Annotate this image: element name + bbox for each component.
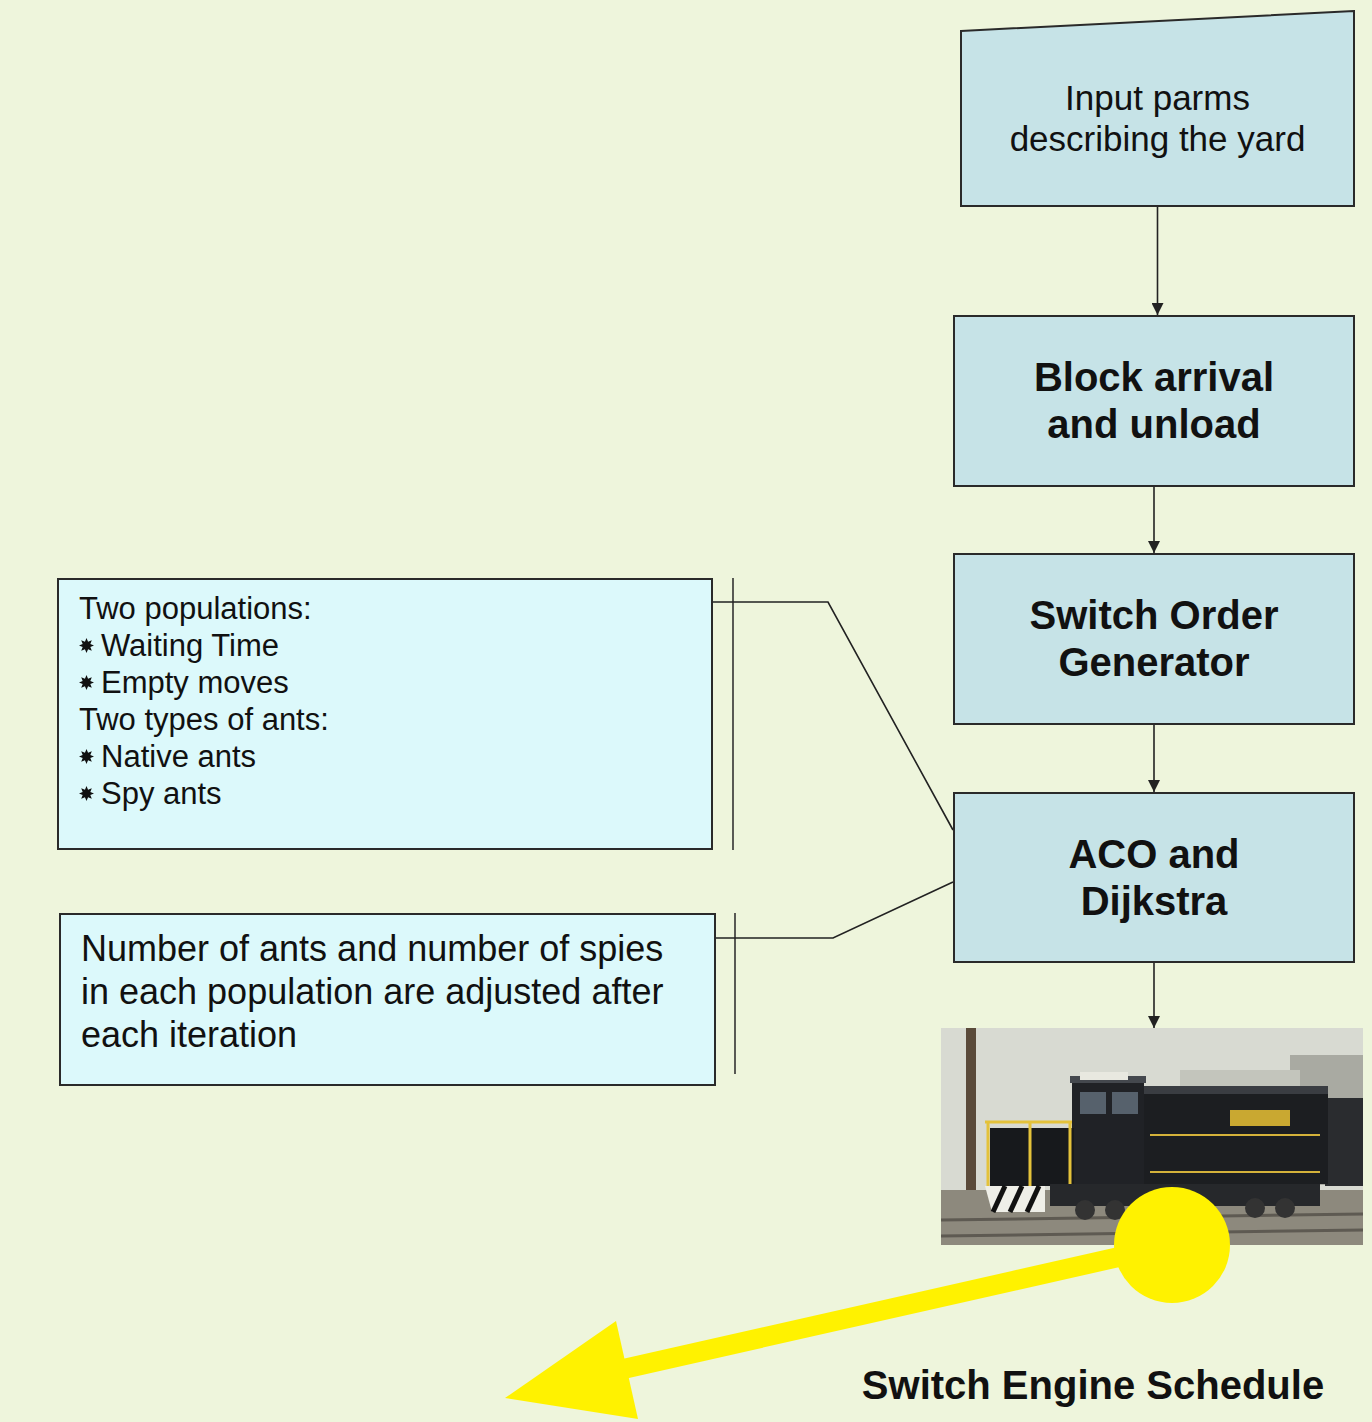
cab <box>1072 1080 1144 1184</box>
output-photo: Switch Engine Schedule <box>941 1028 1363 1245</box>
road-emblem <box>1230 1110 1290 1126</box>
box-label: Input parms describing the yard <box>998 77 1318 159</box>
text-group: Block arrival and unload <box>1009 354 1299 448</box>
box-label: Number of ants and number of spies in ea… <box>81 927 694 1056</box>
wheel <box>1275 1198 1295 1218</box>
box-label: Block arrival and unload <box>1009 354 1299 448</box>
text-group: Input parms describing the yard <box>998 77 1318 159</box>
box-label: ACO and Dijkstra <box>1009 831 1299 925</box>
box-label: Two types of ants: <box>79 701 693 738</box>
wheel <box>1245 1198 1265 1218</box>
connector <box>713 602 953 830</box>
manual-input-shape <box>961 11 1354 206</box>
manual-input-box: Input parms describing the yard <box>960 10 1355 207</box>
text-group: ACO and Dijkstra <box>1009 831 1299 925</box>
callout-bracket <box>734 913 736 1074</box>
connector <box>716 882 953 938</box>
bullet-star-shape <box>79 786 94 801</box>
callout-bracket <box>732 578 734 850</box>
handrail-post <box>1029 1122 1032 1186</box>
bullet-star <box>79 675 94 690</box>
pointer-head <box>505 1321 638 1419</box>
second-unit <box>1325 1098 1363 1186</box>
bullet-star-shape <box>79 749 94 764</box>
note-box: Number of ants and number of spies in ea… <box>59 913 716 1086</box>
bullet-star <box>79 786 94 801</box>
bullet-star <box>79 749 94 764</box>
bullet-item: Native ants <box>79 738 693 775</box>
text-group: Switch Engine Schedule <box>862 1361 1324 1409</box>
text-group: Switch Order Generator <box>1009 592 1299 686</box>
bullet-star-shape <box>79 638 94 653</box>
hood-roof <box>1140 1086 1328 1094</box>
process-box: Block arrival and unload <box>953 315 1355 487</box>
box-label: Switch Order Generator <box>1009 592 1299 686</box>
number-board <box>1080 1072 1128 1080</box>
pointer-dot <box>1114 1187 1230 1303</box>
pointer-shaft <box>617 1235 1174 1379</box>
cab-window <box>1080 1092 1106 1114</box>
box-label: Switch Engine Schedule <box>862 1361 1324 1409</box>
pilot <box>985 1186 1045 1212</box>
body-stripe <box>1150 1134 1320 1136</box>
bullet-item: Spy ants <box>79 775 693 812</box>
note-box: Two populations:Waiting TimeEmpty movesT… <box>57 578 713 850</box>
connector <box>1157 207 1159 315</box>
short-hood <box>990 1128 1074 1186</box>
pilot-stripe <box>993 1186 1005 1212</box>
body-stripe <box>1150 1171 1320 1173</box>
pilot-stripe <box>1027 1186 1039 1212</box>
cab-window <box>1112 1092 1138 1114</box>
text-group: Number of ants and number of spies in ea… <box>81 927 694 1056</box>
process-box: ACO and Dijkstra <box>953 792 1355 963</box>
long-hood <box>1140 1092 1328 1184</box>
pilot-stripe <box>1010 1186 1022 1212</box>
text-group: Two populations:Waiting TimeEmpty movesT… <box>79 590 693 812</box>
handrail-post <box>1069 1122 1072 1186</box>
bullet-item: Waiting Time <box>79 627 693 664</box>
connector <box>1153 725 1155 792</box>
connector <box>1153 963 1155 1028</box>
bullet-item: Empty moves <box>79 664 693 701</box>
connector <box>1153 487 1155 553</box>
handrail-post <box>987 1122 990 1186</box>
utility-pole <box>966 1028 976 1213</box>
bullet-star-shape <box>79 675 94 690</box>
wheel <box>1075 1200 1095 1220</box>
box-label: Two populations: <box>79 590 693 627</box>
process-box: Switch Order Generator <box>953 553 1355 725</box>
bullet-star <box>79 638 94 653</box>
